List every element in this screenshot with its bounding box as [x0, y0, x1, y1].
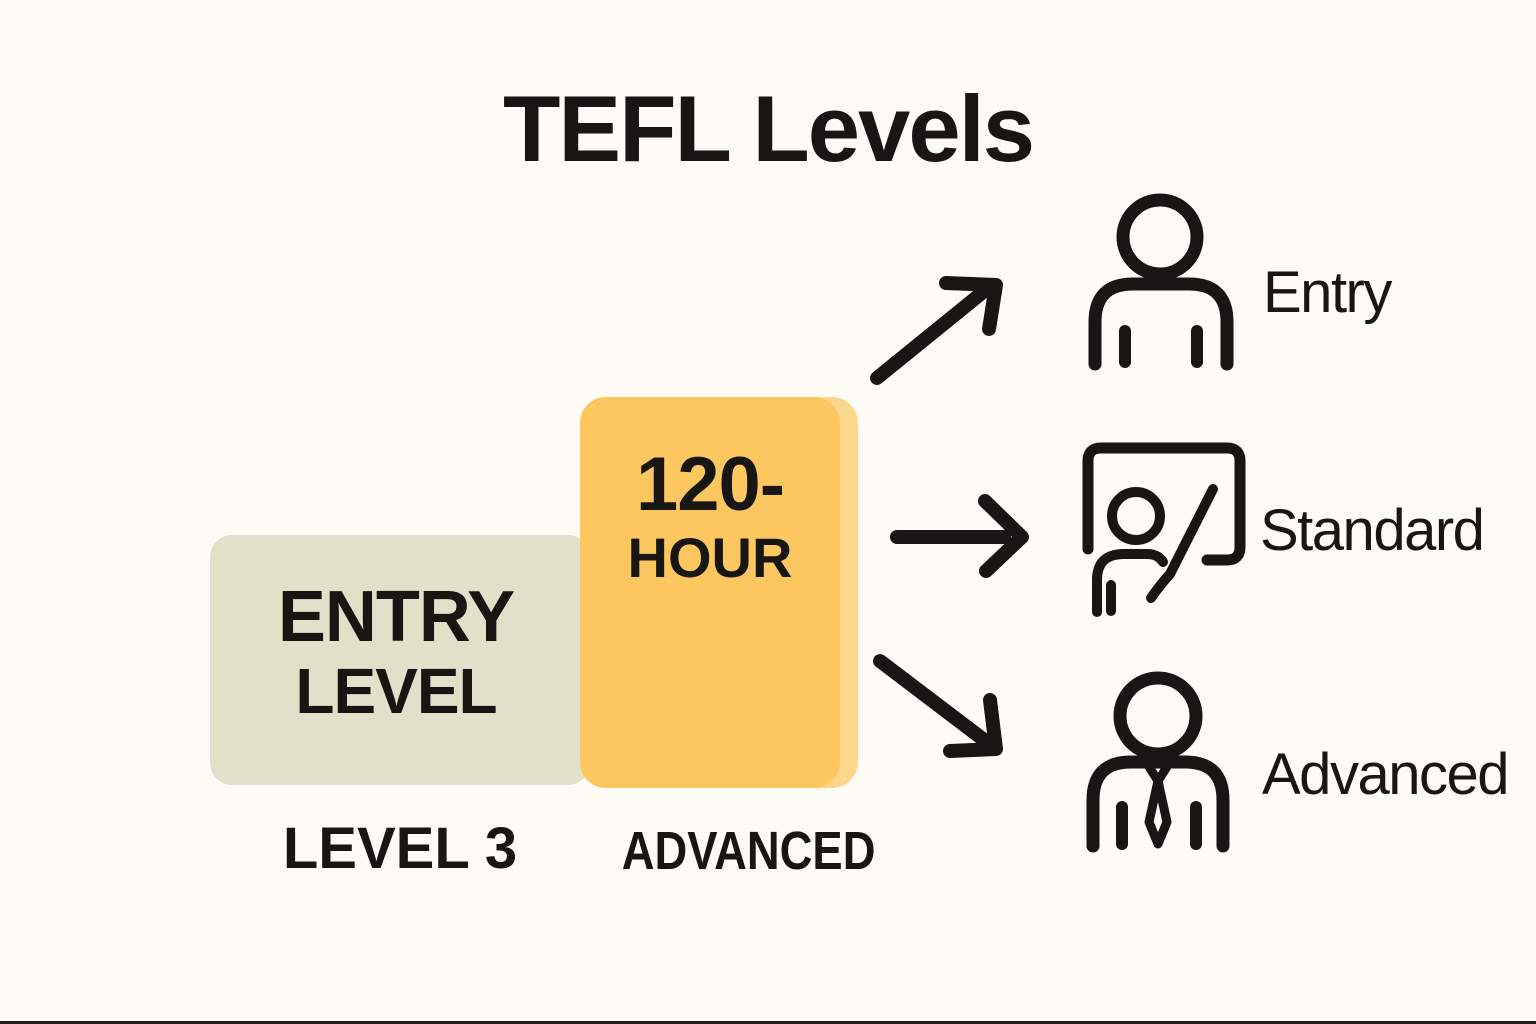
entry-level-label: Entry [1263, 260, 1392, 325]
entry-level-line1: ENTRY [277, 577, 515, 657]
arrow-up-right-icon [870, 276, 1003, 385]
entry-level-block-label: ENTRY LEVEL [210, 578, 582, 726]
advanced-caption: ADVANCED [621, 821, 876, 881]
person-icon [1088, 193, 1234, 371]
person-tie-icon [1086, 671, 1230, 853]
teacher-whiteboard-icon [1082, 442, 1246, 617]
arrow-down-right-icon [873, 654, 1003, 758]
page-title: TEFL Levels [502, 76, 1035, 181]
entry-level-line2: LEVEL [295, 655, 497, 727]
120-hour-line2: HOUR [627, 526, 793, 589]
bottom-edge-line [0, 1021, 1536, 1024]
arrow-right-icon [890, 494, 1029, 578]
120-hour-block [580, 397, 840, 788]
120-hour-line1: 120- [635, 442, 785, 527]
level-3-caption: LEVEL 3 [282, 816, 518, 881]
advanced-level-label: Advanced [1262, 742, 1509, 807]
120-hour-block-label: 120- HOUR [580, 443, 840, 589]
entry-level-block [210, 535, 590, 785]
standard-level-label: Standard [1260, 498, 1485, 563]
